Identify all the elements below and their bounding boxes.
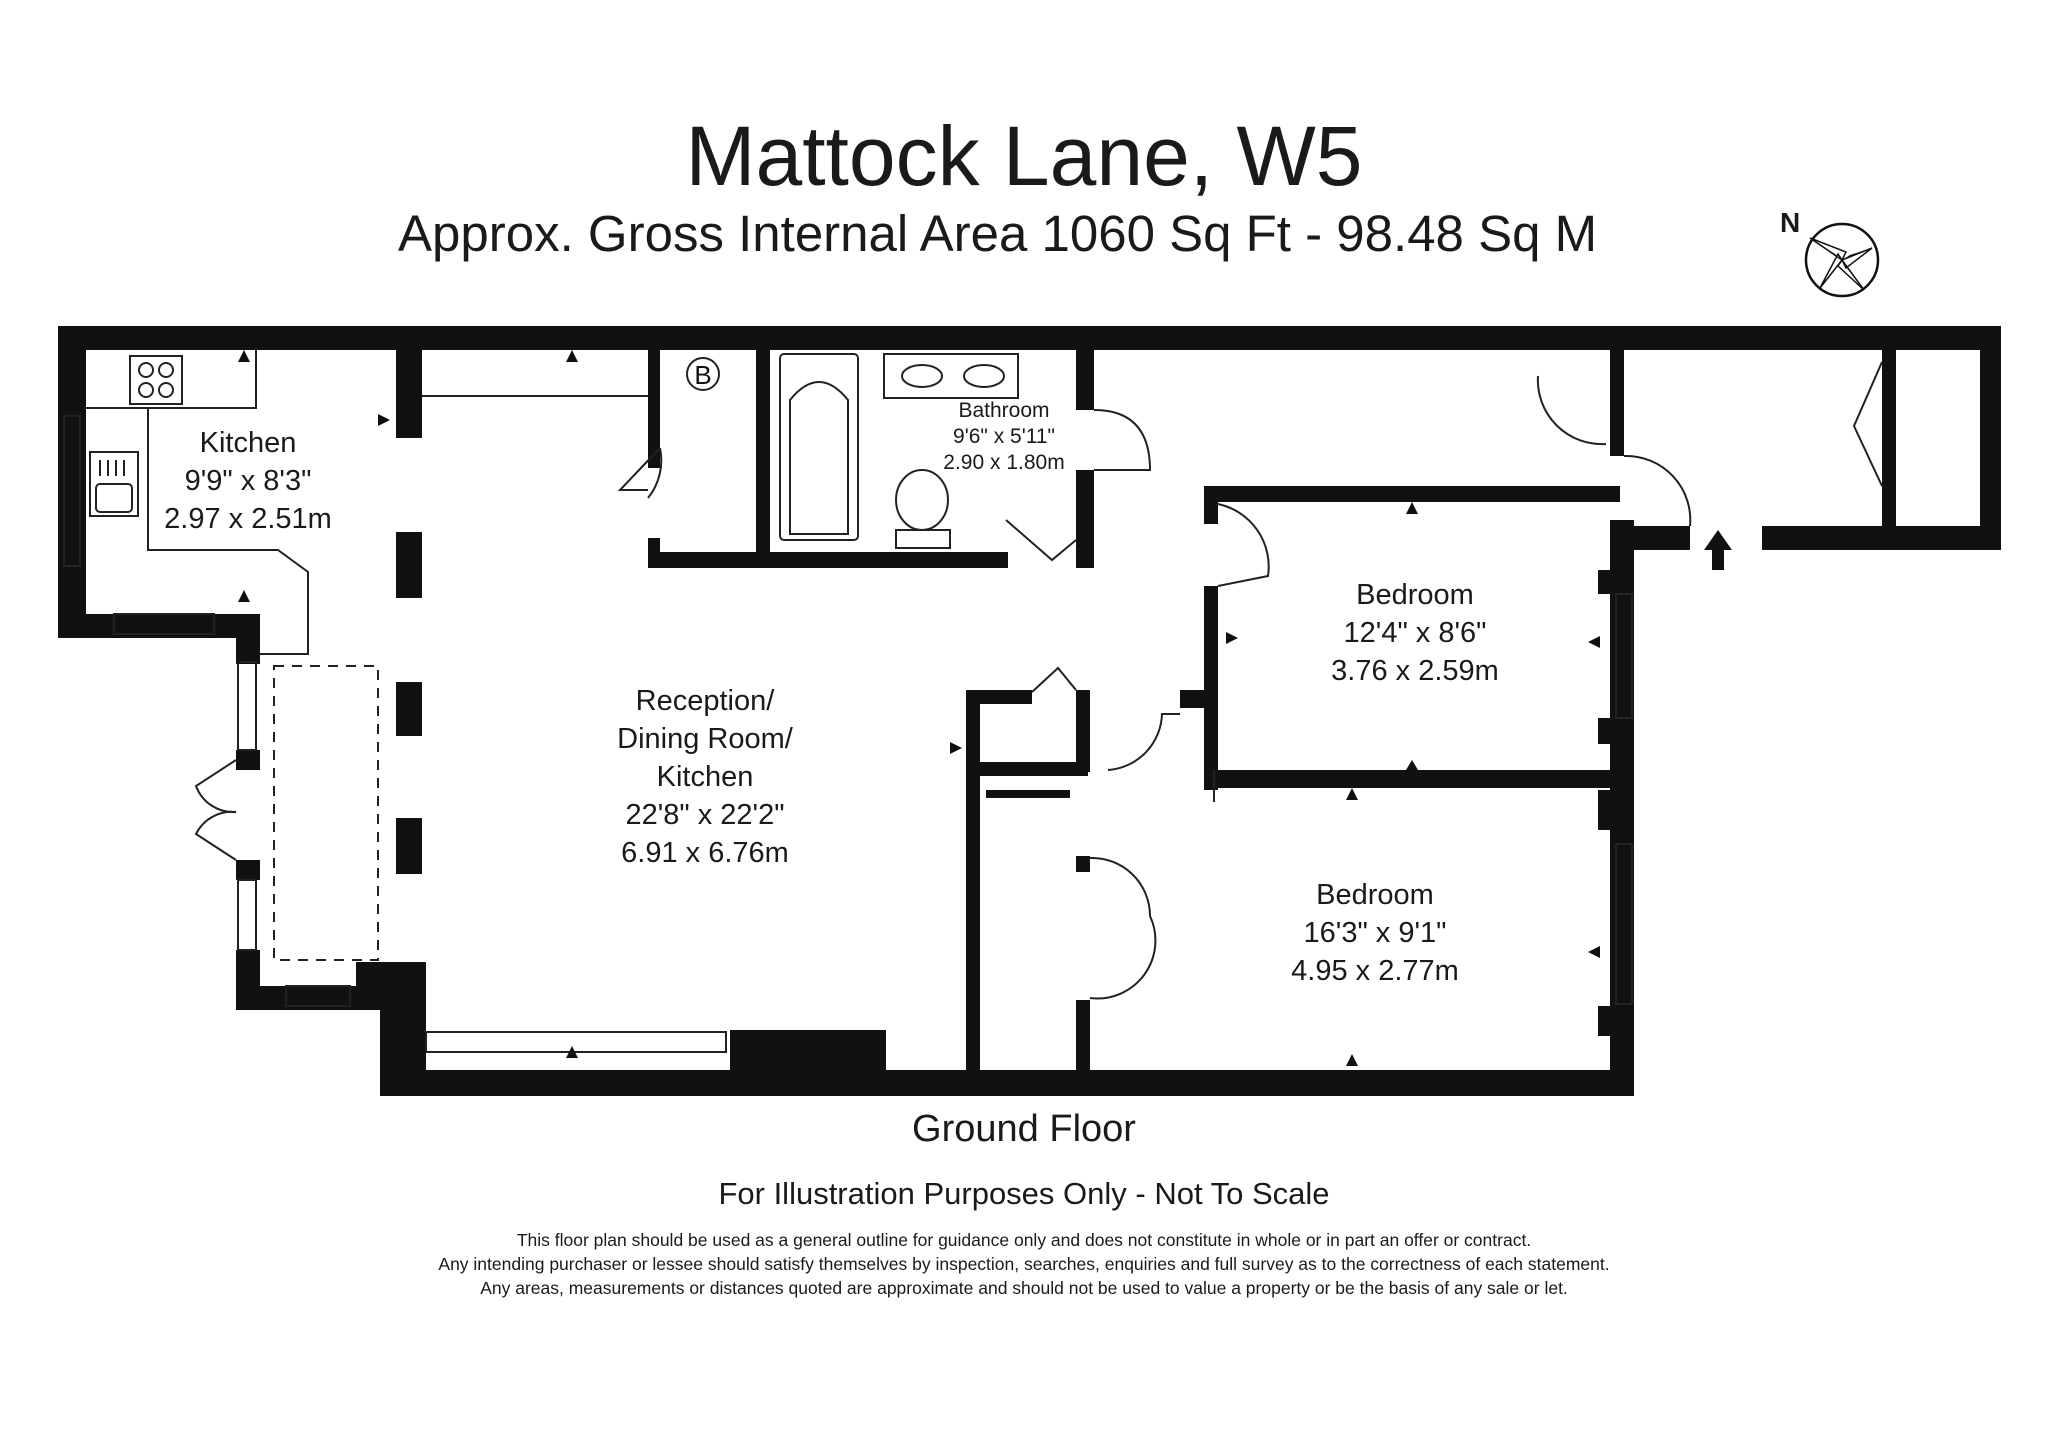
illustration-notice: For Illustration Purposes Only - Not To … bbox=[718, 1176, 1330, 1211]
hob-icon bbox=[129, 355, 183, 405]
room-label-reception: Reception/ Dining Room/ Kitchen 22'8" x … bbox=[617, 685, 793, 869]
boiler-icon bbox=[686, 357, 720, 391]
disclaimer-line: Any areas, measurements or distances quo… bbox=[480, 1278, 1568, 1298]
thin-lines bbox=[63, 350, 1883, 1053]
boiler-label: B bbox=[694, 360, 711, 390]
disclaimer: This floor plan should be used as a gene… bbox=[0, 1228, 2048, 1300]
floor-label: Ground Floor bbox=[912, 1108, 1136, 1150]
disclaimer-line: Any intending purchaser or lessee should… bbox=[438, 1254, 1610, 1274]
compass-north-label: N bbox=[1780, 207, 1801, 238]
fixtures bbox=[89, 355, 720, 517]
compass-rose-icon bbox=[1804, 222, 1880, 298]
room-label-bedroom-1: Bedroom 12'4" x 8'6" 3.76 x 2.59m bbox=[1331, 579, 1499, 687]
sink-icon bbox=[89, 451, 139, 517]
page-title: Mattock Lane, W5 bbox=[685, 109, 1363, 203]
entrance-arrow-icon bbox=[1704, 530, 1732, 570]
arrow-markers bbox=[238, 350, 1732, 1066]
area-subtitle: Approx. Gross Internal Area 1060 Sq Ft -… bbox=[398, 205, 1598, 262]
interior-walls bbox=[396, 350, 1896, 1070]
disclaimer-line: This floor plan should be used as a gene… bbox=[516, 1230, 1532, 1250]
exterior-walls bbox=[58, 326, 2001, 1096]
room-label-bedroom-2: Bedroom 16'3" x 9'1" 4.95 x 2.77m bbox=[1291, 879, 1459, 987]
room-label-kitchen: Kitchen 9'9" x 8'3" 2.97 x 2.51m bbox=[164, 427, 332, 535]
room-label-bathroom: Bathroom 9'6" x 5'11" 2.90 x 1.80m bbox=[943, 399, 1065, 474]
